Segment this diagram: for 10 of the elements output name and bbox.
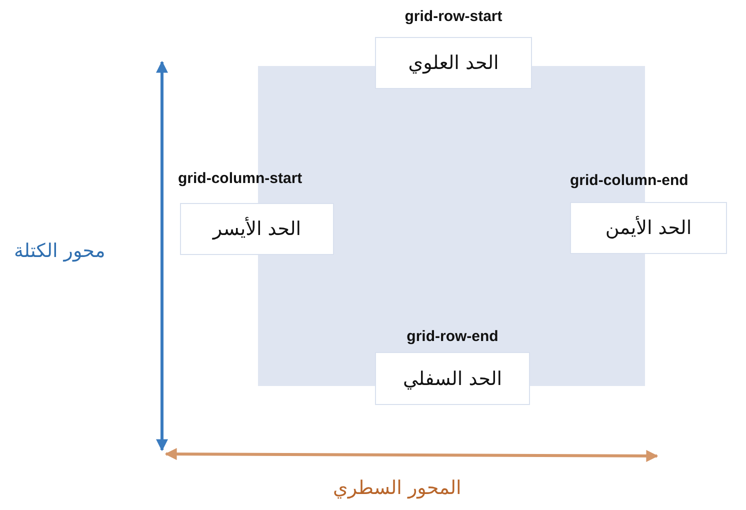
edge-label-box: الحد الأيمن bbox=[570, 202, 727, 254]
property-heading: grid-row-end bbox=[406, 328, 498, 345]
axis-label: المحور السطري bbox=[333, 477, 462, 499]
edge-label-box: الحد العلوي bbox=[375, 37, 532, 89]
property-heading: grid-column-start bbox=[178, 170, 302, 187]
property-heading: grid-row-start bbox=[404, 8, 502, 25]
edge-label-box: الحد السفلي bbox=[375, 352, 530, 405]
property-heading: grid-column-end bbox=[570, 172, 688, 189]
edge-label-box: الحد الأيسر bbox=[180, 203, 334, 255]
axis-label: محور الكتلة bbox=[14, 240, 106, 262]
